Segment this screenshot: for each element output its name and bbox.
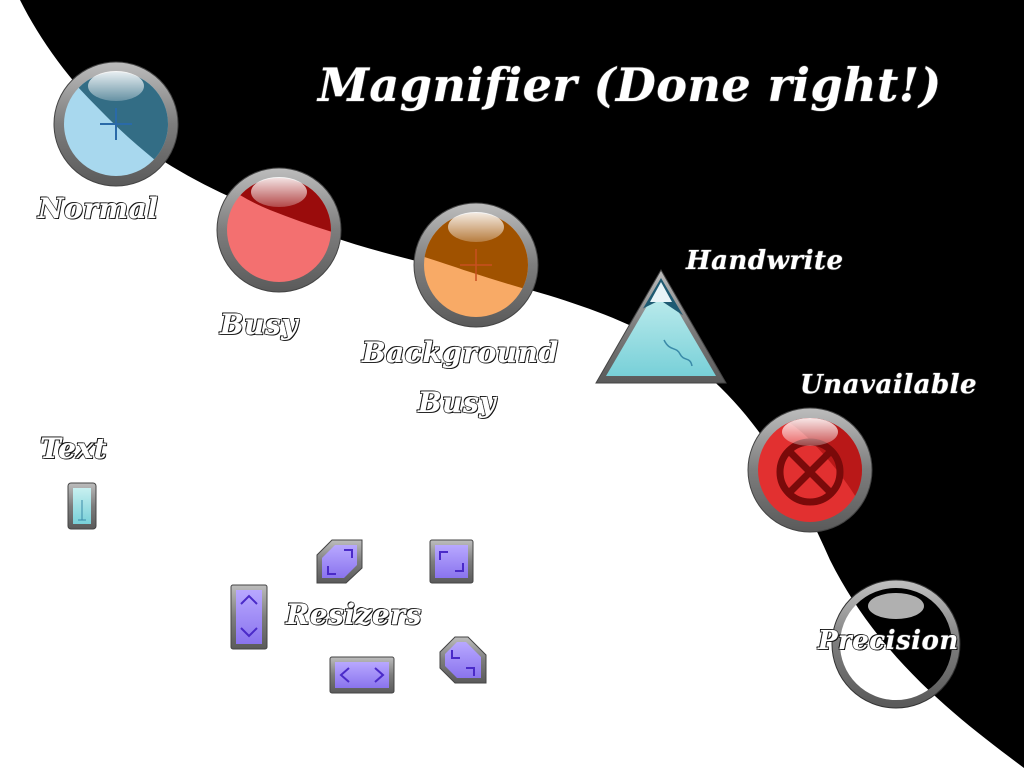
background-busy-label-line1: Background — [361, 335, 559, 370]
precision-magnifier-icon — [831, 579, 961, 709]
resize-diagonal-nw-icon — [429, 539, 474, 584]
busy-label: Busy — [219, 307, 299, 342]
unavailable-label: Unavailable — [799, 369, 978, 401]
handwrite-label: Handwrite — [685, 245, 844, 277]
resize-vertical-icon — [230, 584, 268, 650]
resizers-label: Resizers — [285, 597, 422, 632]
resize-horizontal-icon — [329, 656, 395, 694]
resize-diagonal-ne-icon — [316, 539, 363, 584]
page-title: Magnifier (Done right!) — [317, 57, 942, 113]
precision-label: Precision — [817, 625, 959, 657]
text-beam-icon — [67, 482, 97, 530]
background-busy-magnifier-icon — [413, 202, 539, 328]
unavailable-magnifier-icon — [747, 407, 873, 533]
resize-diagonal-se-icon — [439, 636, 487, 684]
normal-label: Normal — [37, 191, 159, 226]
text-label: Text — [39, 431, 108, 466]
background-busy-label-line2: Busy — [417, 385, 497, 420]
normal-magnifier-icon — [53, 61, 179, 187]
